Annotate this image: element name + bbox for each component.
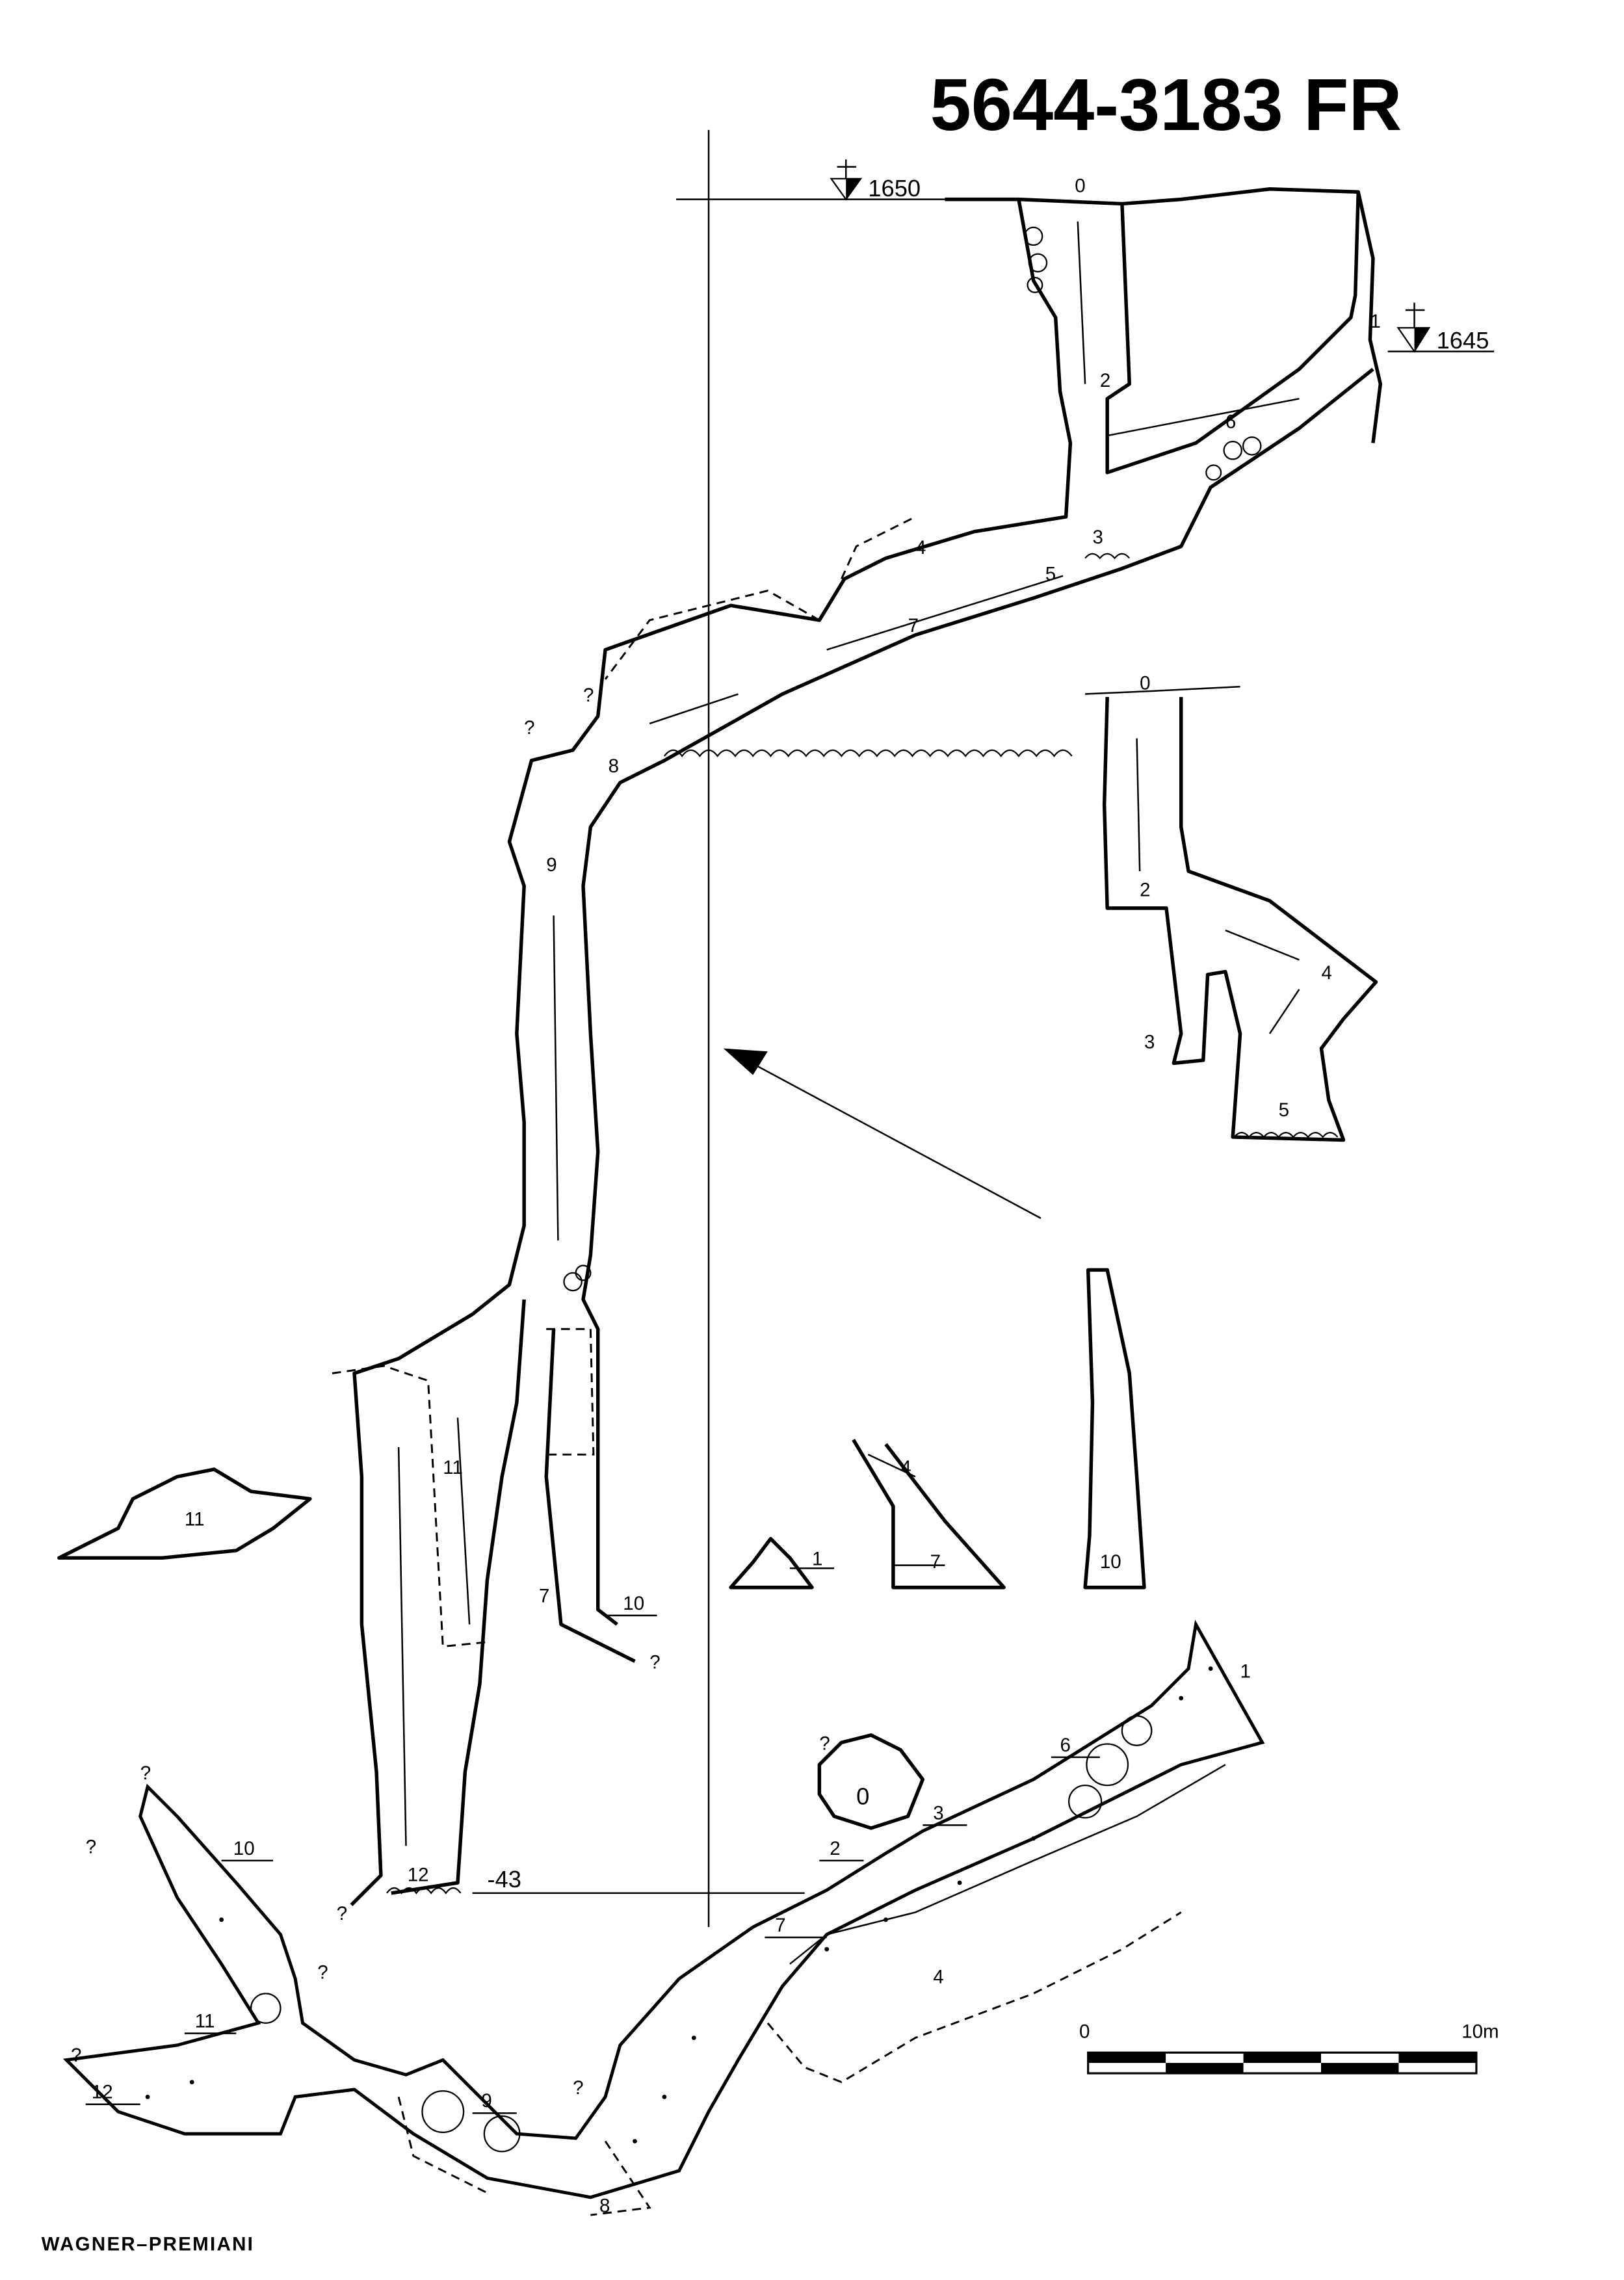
cave-id-title: 5644-3183 FR [930,64,1402,146]
cross-section-4-7: 4 7 [852,1439,1006,1590]
location-arrow [723,1048,1041,1219]
scale-start-label: 0 [1079,2021,1090,2042]
station-3: 3 [1092,527,1103,548]
unknown-mark: ? [71,2045,81,2066]
unknown-mark: ? [819,1733,830,1755]
elevation-1645: 1645 [1437,327,1489,354]
plan-station-4: 4 [933,1966,943,1987]
unknown-mark: ? [524,717,534,739]
scale-end-label: 10m [1461,2021,1499,2042]
station-0: 0 [1075,175,1085,196]
elevation-marker-1650: 1650 [676,159,945,202]
station-7: 7 [908,615,919,636]
plan-station-9: 9 [481,2090,491,2112]
plan-station-8: 8 [599,2195,610,2217]
secondary-section: 0 2 3 4 5 [1085,673,1378,1142]
unknown-mark: ? [337,1903,347,1924]
unknown-mark: ? [140,1762,151,1784]
plan-station-1: 1 [1240,1660,1251,1682]
plan-station-10: 10 [233,1838,255,1859]
section-station-0: 0 [1140,673,1150,694]
station-6: 6 [1225,412,1236,433]
plan-station-0: 0 [856,1783,869,1810]
cross-section-1: 1 [729,1537,835,1590]
station-11: 11 [443,1457,463,1478]
unknown-mark: ? [86,1837,96,1858]
author-credit: WAGNER–PREMIANI [42,2234,255,2255]
cross-section-label-10: 10 [1100,1551,1121,1573]
station-9: 9 [546,854,557,876]
section-station-5: 5 [1279,1099,1289,1121]
section-station-4: 4 [1321,962,1331,984]
depth-label: -43 [487,1866,521,1893]
plan-station-7: 7 [775,1915,785,1936]
cross-section-label-1: 1 [812,1549,822,1570]
section-station-3: 3 [1144,1032,1155,1053]
longitudinal-profile: 0 1 2 3 4 5 6 7 8 9 11 7 10 12 -43 ? ? ?… [332,175,1383,1924]
cross-section-label-4: 4 [900,1457,911,1478]
station-10: 10 [623,1593,644,1614]
cross-section-11: 11 [57,1467,312,1560]
station-8: 8 [609,755,619,777]
unknown-mark: ? [317,1962,328,1984]
section-station-2: 2 [1140,880,1150,901]
plan-station-2: 2 [830,1838,840,1859]
plan-station-3: 3 [933,1802,943,1824]
station-2: 2 [1100,370,1110,391]
unknown-mark: ? [583,685,594,706]
station-4: 4 [915,537,926,558]
cross-section-label-11: 11 [185,1508,205,1530]
station-1: 1 [1370,311,1380,332]
unknown-mark: ? [649,1652,660,1673]
plan-station-11: 11 [195,2011,215,2032]
cross-section-label-7: 7 [930,1551,941,1573]
elevation-1650: 1650 [868,175,921,202]
unknown-mark: ? [573,2077,583,2099]
station-5: 5 [1045,564,1056,585]
elevation-marker-1645: 1645 [1387,302,1495,354]
station-12: 12 [408,1865,429,1886]
plan-station-6: 6 [1060,1735,1071,1756]
plan-station-12: 12 [92,2082,113,2103]
cross-section-10: 10 [1083,1268,1146,1590]
plan-view: 1 6 0 3 2 7 4 10 11 12 9 8 ? ? ? ? ? ? [62,1619,1265,2217]
scale-bar: 0 10m [1079,2021,1499,2075]
station-7b: 7 [539,1585,549,1606]
